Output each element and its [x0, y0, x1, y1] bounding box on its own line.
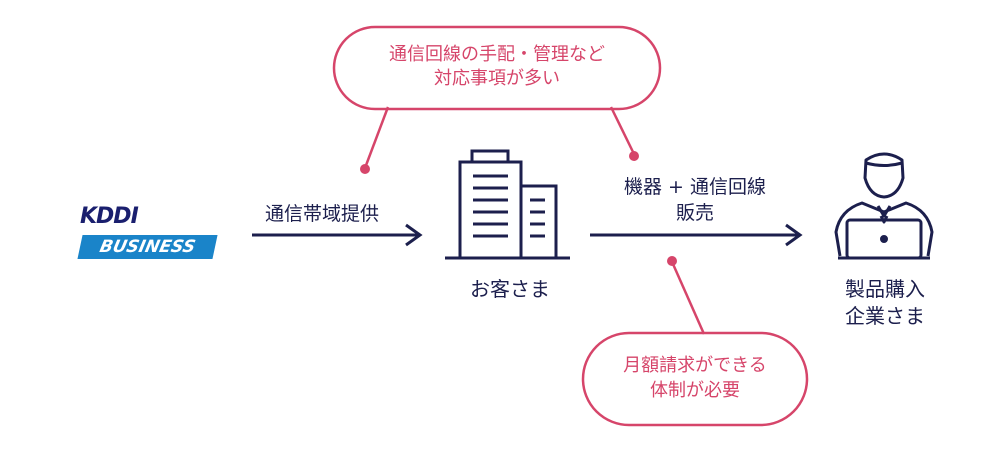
top-callout-dot-left — [360, 164, 370, 174]
supply-arrow — [252, 223, 423, 247]
bottom-callout-pointer — [671, 263, 706, 335]
bottom-callout-text-line1: 月額請求ができる — [623, 355, 767, 376]
kddi-logo-text: KDDI — [80, 204, 139, 229]
top-callout-pointer-right — [609, 106, 636, 155]
top-callout-dot-right — [629, 151, 639, 161]
customer-label: お客さま — [470, 277, 550, 301]
top-callout-text-line1: 通信回線の手配・管理など — [389, 44, 605, 65]
top-callout-pointer-left — [363, 106, 390, 169]
top-callout-bubble — [332, 25, 662, 111]
sale-arrow-label-line1: 機器 + 通信回線 — [624, 176, 766, 198]
business-logo-banner: BUSINESS — [77, 235, 218, 259]
bottom-callout-text-line2: 体制が必要 — [650, 380, 740, 401]
building-icon — [445, 149, 570, 260]
supply-arrow-label: 通信帯域提供 — [265, 203, 380, 225]
person-laptop-icon — [834, 152, 934, 260]
bottom-callout-dot — [667, 256, 677, 266]
buyer-label-line2: 企業さま — [845, 304, 925, 328]
sale-arrow-label-line2: 販売 — [675, 202, 714, 224]
bottom-callout-bubble — [581, 331, 809, 427]
top-callout-text-line2: 対応事項が多い — [434, 68, 560, 89]
buyer-label-line1: 製品購入 — [845, 277, 925, 301]
sale-arrow — [590, 223, 803, 247]
